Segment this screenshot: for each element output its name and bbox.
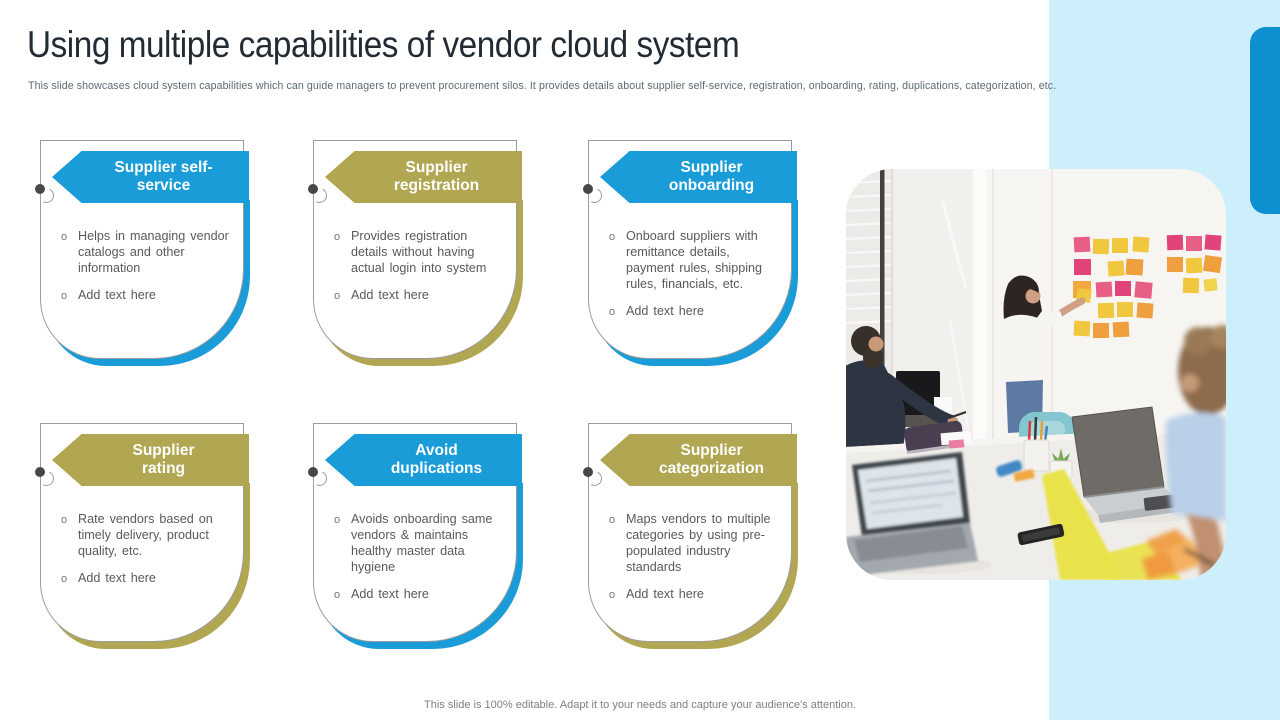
- connector-dot: [308, 184, 318, 194]
- card-supplier-self-service: Supplier self- service Helps in managing…: [35, 140, 250, 366]
- bullet-item: Rate vendors based on timely delivery, p…: [60, 511, 232, 559]
- bullet-item: Helps in managing vendor catalogs and ot…: [60, 228, 232, 276]
- card-banner: Supplier categorization: [600, 434, 797, 486]
- connector-dot: [35, 467, 45, 477]
- bullet-item: Add text here: [333, 586, 505, 603]
- card-banner: Avoid duplications: [325, 434, 522, 486]
- card-banner: Supplier self- service: [52, 151, 249, 203]
- connector-dot: [583, 467, 593, 477]
- connector-dot: [583, 184, 593, 194]
- card-supplier-categorization: Supplier categorization Maps vendors to …: [583, 423, 798, 649]
- slide-subtitle: This slide showcases cloud system capabi…: [28, 80, 1057, 92]
- card-banner: Supplier rating: [52, 434, 249, 486]
- card-banner: Supplier registration: [325, 151, 522, 203]
- bullet-item: Maps vendors to multiple categories by u…: [608, 511, 780, 575]
- bullet-item: Avoids onboarding same vendors & maintai…: [333, 511, 505, 575]
- bullet-item: Onboard suppliers with remittance detail…: [608, 228, 780, 292]
- card-supplier-rating: Supplier rating Rate vendors based on ti…: [35, 423, 250, 649]
- slide-title: Using multiple capabilities of vendor cl…: [27, 24, 740, 65]
- bullet-item: Add text here: [60, 570, 232, 587]
- connector-dot: [308, 467, 318, 477]
- footer-note: This slide is 100% editable. Adapt it to…: [424, 699, 856, 711]
- bullet-item: Add text here: [608, 303, 780, 320]
- card-supplier-registration: Supplier registration Provides registrat…: [308, 140, 523, 366]
- bullet-item: Add text here: [608, 586, 780, 603]
- bullet-item: Add text here: [333, 287, 505, 304]
- card-avoid-duplications: Avoid duplications Avoids onboarding sam…: [308, 423, 523, 649]
- bullet-item: Add text here: [60, 287, 232, 304]
- connector-dot: [35, 184, 45, 194]
- side-tab-decoration: [1250, 27, 1280, 214]
- bullet-item: Provides registration details without ha…: [333, 228, 505, 276]
- meeting-photo: [846, 169, 1226, 580]
- card-banner: Supplier onboarding: [600, 151, 797, 203]
- card-supplier-onboarding: Supplier onboarding Onboard suppliers wi…: [583, 140, 798, 366]
